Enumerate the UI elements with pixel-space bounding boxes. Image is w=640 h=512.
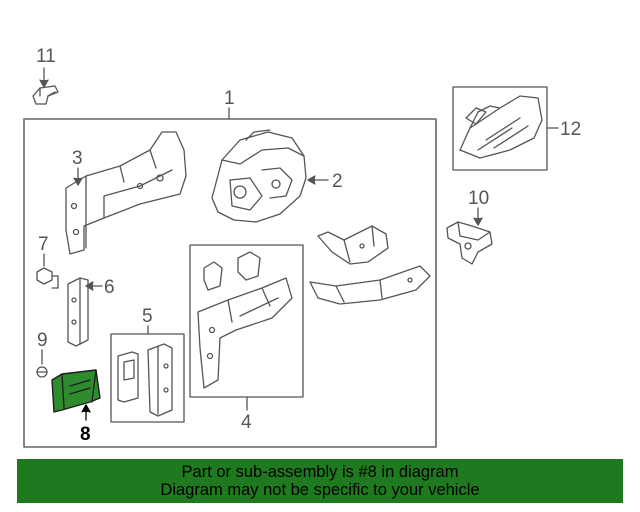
arrow-6	[85, 281, 94, 291]
callout-9: 9	[37, 330, 48, 351]
callout-6: 6	[104, 277, 115, 298]
arrow-2	[307, 175, 316, 185]
banner-line-2: Diagram may not be specific to your vehi…	[160, 481, 480, 499]
banner-line-1: Part or sub-assembly is #8 in diagram	[181, 463, 459, 481]
part-info-banner: Part or sub-assembly is #8 in diagram Di…	[17, 459, 623, 503]
part-12-box	[452, 86, 548, 171]
assembly-box-1	[23, 118, 437, 448]
callout-11: 11	[36, 46, 56, 67]
part-10-bracket	[446, 221, 493, 265]
callout-2: 2	[332, 171, 343, 192]
callout-7: 7	[38, 234, 49, 255]
arrow-3	[73, 177, 83, 186]
callout-3: 3	[72, 148, 83, 169]
part-2-wheelhouse	[211, 129, 307, 223]
callout-4: 4	[241, 412, 252, 433]
part-8-bracket-highlighted[interactable]	[51, 369, 101, 413]
assembly-box-4	[189, 244, 304, 398]
callout-10: 10	[468, 188, 489, 209]
callout-1: 1	[224, 88, 235, 109]
callout-12: 12	[560, 119, 581, 140]
assembly-box-5	[110, 333, 185, 423]
part-12-bracket	[459, 95, 543, 159]
part-1-side-bracket	[317, 225, 389, 265]
part-1-lower-rail	[309, 265, 431, 305]
part-5-panels	[117, 343, 173, 417]
part-11-clip	[32, 85, 59, 105]
part-3-frame-rail	[65, 131, 187, 255]
callout-8: 8	[80, 424, 91, 445]
arrow-10	[473, 217, 483, 226]
part-4-brackets	[197, 251, 293, 389]
part-6-reinforcement	[67, 277, 89, 347]
part-9-nut	[36, 366, 48, 378]
arrow-8	[81, 404, 91, 413]
callout-5: 5	[142, 306, 153, 327]
arrow-11	[39, 79, 49, 88]
part-7-bolt	[36, 267, 59, 289]
